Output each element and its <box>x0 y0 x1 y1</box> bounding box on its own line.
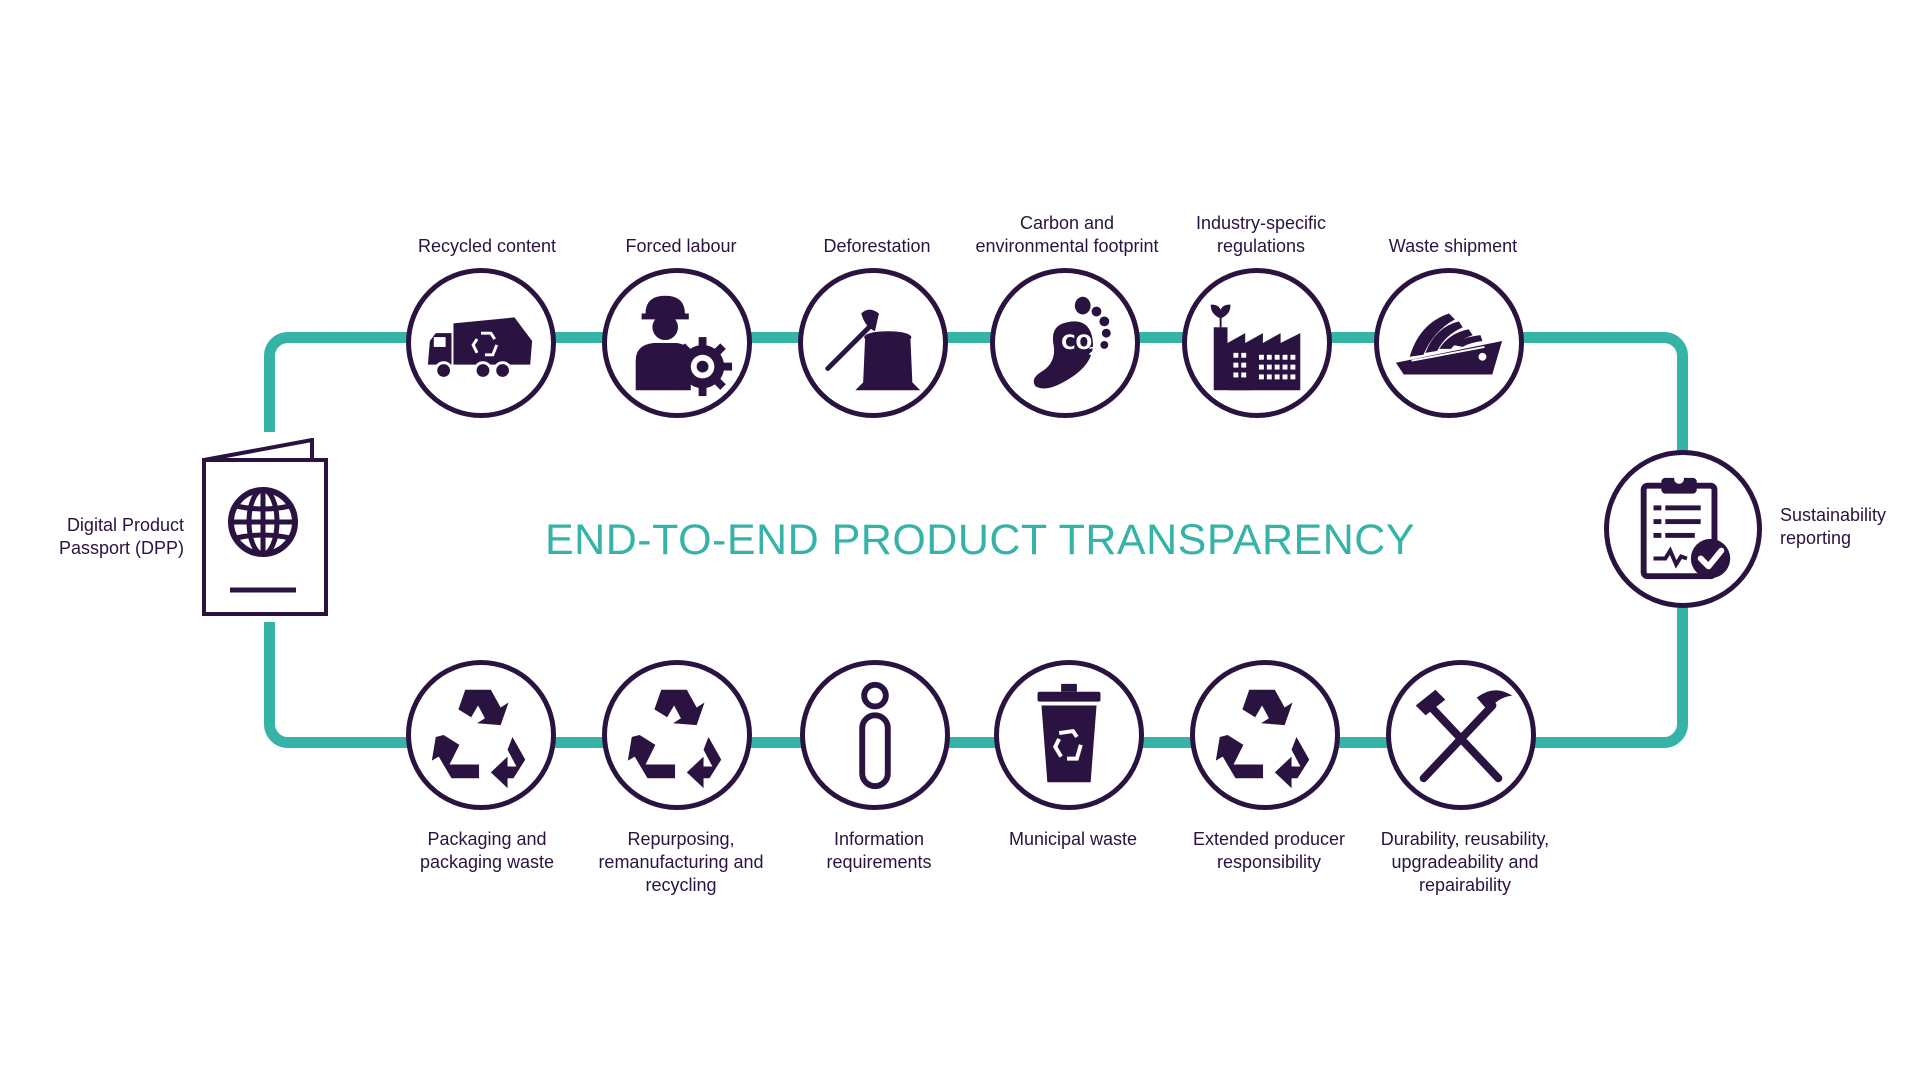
node-repurposing[interactable] <box>602 660 752 810</box>
node-information-requirements[interactable] <box>800 660 950 810</box>
recycle-icon <box>627 689 722 789</box>
node-carbon-footprint[interactable]: CO 2 <box>990 268 1140 418</box>
label-packaging-waste: Packaging and packaging waste <box>419 829 555 872</box>
cargo-ship-icon <box>1395 313 1503 375</box>
co2-footprint-icon: CO 2 <box>1033 296 1111 389</box>
recycle-icon <box>431 689 526 789</box>
label-extended-producer-responsibility: Extended producer responsibility <box>1192 829 1346 872</box>
node-extended-producer-responsibility[interactable] <box>1190 660 1340 810</box>
diagram-title: END-TO-END PRODUCT TRANSPARENCY <box>544 516 1416 564</box>
label-carbon-footprint: Carbon and environmental footprint <box>975 213 1159 256</box>
svg-text:CO: CO <box>1061 331 1092 354</box>
passport-globe-icon <box>202 438 328 616</box>
node-recycled-content[interactable] <box>406 268 556 418</box>
label-repurposing: Repurposing, remanufacturing and recycli… <box>598 829 764 895</box>
label-information-requirements: Information requirements <box>826 829 932 872</box>
node-forced-labour[interactable] <box>602 268 752 418</box>
label-recycled-content: Recycled content <box>417 236 557 256</box>
worker-gear-icon <box>635 295 733 397</box>
crossed-hammers-icon <box>1415 689 1513 783</box>
factory-plant-icon <box>1210 304 1301 391</box>
recycle-bin-icon <box>1037 683 1101 783</box>
node-sustainability-reporting[interactable] <box>1604 450 1762 608</box>
label-industry-regulations: Industry-specific regulations <box>1195 213 1327 256</box>
sustainability-reporting-label: Sustainability reporting <box>1780 505 1887 548</box>
node-durability[interactable] <box>1386 660 1536 810</box>
node-municipal-waste[interactable] <box>994 660 1144 810</box>
recycle-icon <box>1215 689 1310 789</box>
node-packaging-waste[interactable] <box>406 660 556 810</box>
label-deforestation: Deforestation <box>823 236 931 256</box>
info-icon <box>859 681 891 790</box>
label-durability: Durability, reusability, upgradeability … <box>1380 829 1550 895</box>
label-waste-shipment: Waste shipment <box>1388 236 1518 256</box>
node-waste-shipment[interactable] <box>1374 268 1524 418</box>
node-industry-regulations[interactable] <box>1182 268 1332 418</box>
clipboard-check-icon <box>1640 473 1731 580</box>
node-deforestation[interactable] <box>798 268 948 418</box>
axe-stump-icon <box>825 309 921 391</box>
garbage-truck-recycle-icon <box>427 317 533 380</box>
svg-text:2: 2 <box>1089 345 1097 358</box>
label-forced-labour: Forced labour <box>625 236 737 256</box>
label-municipal-waste: Municipal waste <box>1008 829 1138 849</box>
passport-label: Digital Product Passport (DPP) <box>58 515 184 558</box>
